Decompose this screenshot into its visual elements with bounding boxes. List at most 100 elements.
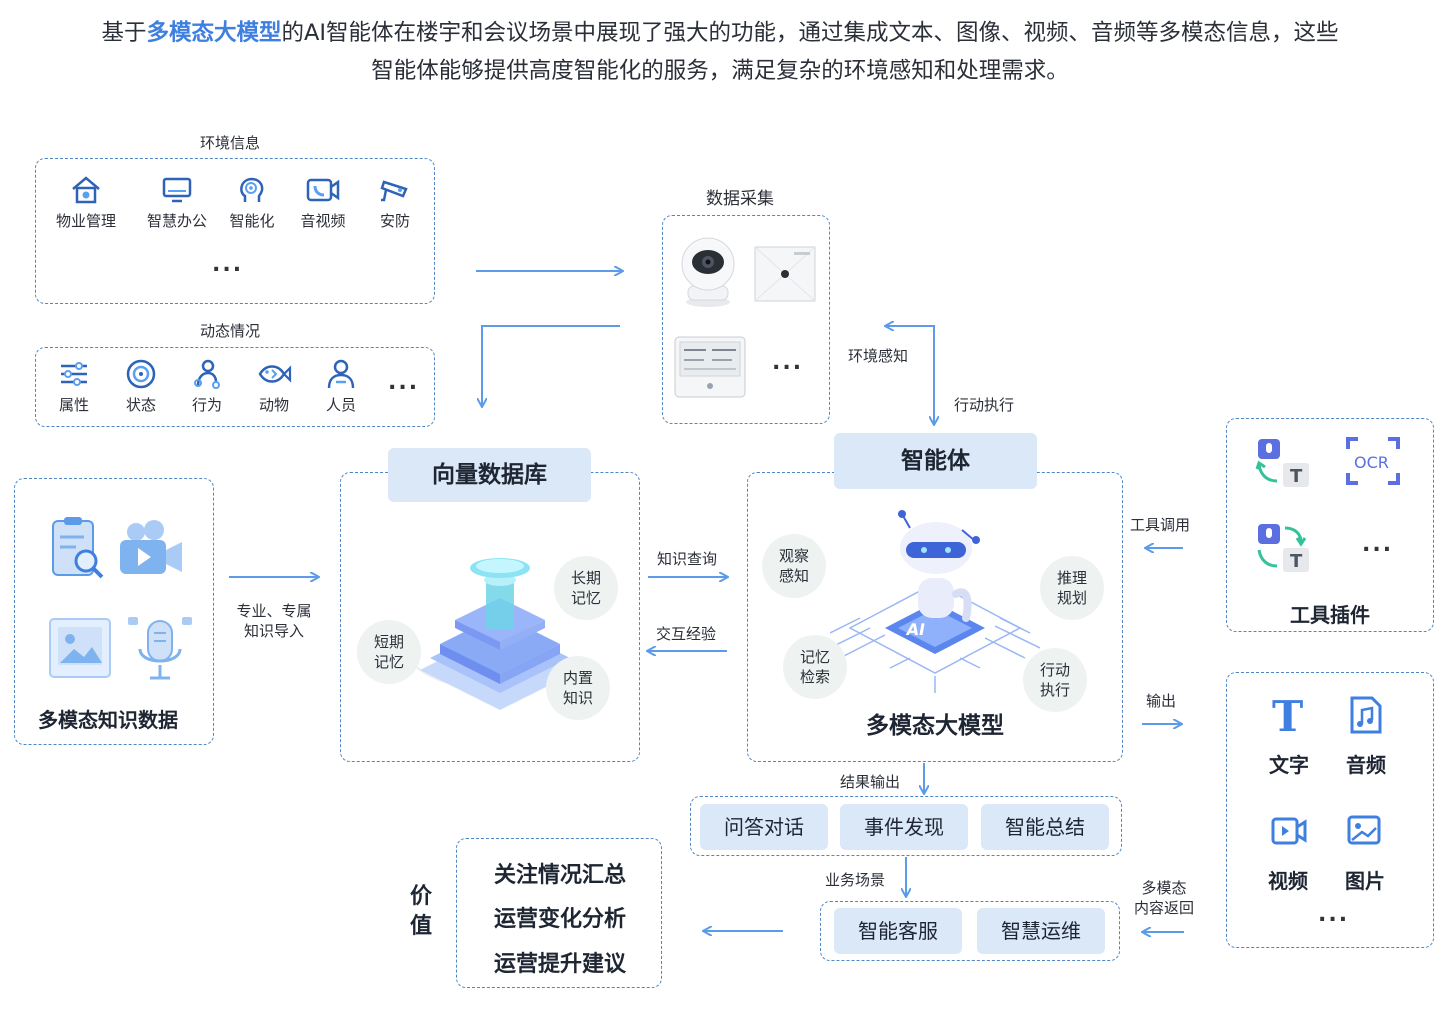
dyn-item-label: 状态 — [125, 396, 156, 414]
audio-file-icon — [1350, 696, 1382, 734]
data-collect-more: ... — [772, 350, 804, 375]
value-label: 价 值 — [409, 884, 432, 939]
env-item-label: 安防 — [379, 212, 410, 230]
t-glyph: T — [1290, 466, 1303, 487]
vector-db-title: 向量数据库 — [388, 448, 591, 502]
tools-title: 工具插件 — [1290, 603, 1370, 627]
person-icon — [327, 359, 355, 389]
video-call-icon — [306, 178, 340, 202]
agent-bubble-act: 行动 执行 — [1023, 648, 1087, 712]
robot-chip-icon: AI — [830, 510, 1040, 693]
person-action-icon — [194, 359, 220, 389]
bubble-text: 行动 执行 — [1039, 661, 1070, 699]
database-stack-icon — [409, 558, 591, 710]
flow-knowledge-import: 专业、专属 知识导入 — [236, 602, 312, 640]
video-output-icon — [1271, 817, 1307, 845]
multimodal-knowledge-title: 多模态知识数据 — [38, 708, 178, 732]
bubble-text: 观察 感知 — [778, 547, 809, 585]
dyn-item-label: 动物 — [258, 396, 289, 414]
image-file-icon — [49, 618, 111, 678]
env-info-more: ... — [212, 252, 244, 277]
image-output-icon — [1347, 815, 1381, 845]
dynamic-title: 动态情况 — [200, 322, 261, 340]
svg-text:AI: AI — [905, 620, 927, 639]
flow-interaction-exp: 交互经验 — [656, 625, 717, 643]
microphone-icon — [128, 617, 192, 680]
ocr-icon: OCR — [1346, 437, 1400, 485]
agent-bubble-observe: 观察 感知 — [762, 534, 826, 598]
intro-post: 的AI智能体在楼宇和会议场景中展现了强大的功能，通过集成文本、图像、视频、音频等… — [281, 20, 1339, 46]
dyn-item-behavior: 行为 — [167, 358, 247, 415]
target-icon — [126, 359, 156, 389]
flow-result-output: 结果输出 — [840, 773, 901, 791]
text-convert-icon: T — [1257, 524, 1309, 572]
agent-title: 智能体 — [834, 433, 1037, 489]
bubble-text: 内置 知识 — [562, 669, 593, 707]
env-item-property: 物业管理 — [46, 174, 126, 231]
dynamic-more: ... — [388, 370, 420, 395]
result-summary: 智能总结 — [981, 804, 1109, 850]
env-monitor-icon — [674, 336, 746, 398]
intro-line-2: 智能体能够提供高度智能化的服务，满足复杂的环境感知和处理需求。 — [371, 58, 1069, 84]
env-item-av: 音视频 — [283, 174, 363, 231]
env-info-title: 环境信息 — [200, 134, 261, 152]
flow-output: 输出 — [1146, 692, 1177, 710]
speech-to-text-icon: T — [1255, 439, 1309, 487]
outputs-more: ... — [1318, 902, 1350, 927]
vector-bubble-long-term: 长期 记忆 — [554, 556, 618, 620]
agent-bubble-memory: 记忆 检索 — [783, 635, 847, 699]
ocr-text: OCR — [1354, 453, 1389, 472]
monitor-icon — [162, 177, 192, 203]
dynamic-box — [35, 347, 435, 427]
intro-line-1: 基于多模态大模型的AI智能体在楼宇和会议场景中展现了强大的功能，通过集成文本、图… — [0, 14, 1440, 52]
intro-pre: 基于 — [101, 20, 147, 46]
flow-tool-call: 工具调用 — [1130, 516, 1191, 534]
data-collect-box — [662, 215, 830, 424]
dyn-item-label: 行为 — [191, 396, 222, 414]
env-item-label: 智能化 — [229, 212, 275, 230]
result-event: 事件发现 — [840, 804, 968, 850]
flow-knowledge-query: 知识查询 — [657, 550, 718, 568]
dyn-item-state: 状态 — [101, 358, 181, 415]
video-camera-icon — [120, 520, 182, 574]
result-qa: 问答对话 — [700, 804, 828, 850]
value-box — [456, 838, 662, 988]
vector-bubble-builtin: 内置 知识 — [546, 656, 610, 720]
bubble-text: 记忆 检索 — [799, 648, 830, 686]
env-item-security: 安防 — [355, 174, 435, 231]
intro-highlight: 多模态大模型 — [146, 20, 282, 46]
value-item-3: 运营提升建议 — [493, 952, 626, 977]
env-info-box — [35, 158, 435, 304]
clipboard-search-icon — [52, 517, 104, 579]
outputs-box — [1226, 672, 1434, 948]
dyn-item-label: 属性 — [58, 396, 89, 414]
dyn-item-animal: 动物 — [234, 358, 314, 415]
env-item-label: 智慧办公 — [146, 212, 207, 230]
sensor-panel-icon — [754, 246, 816, 302]
t-glyph: T — [1290, 551, 1303, 572]
arrow-collect-to-db — [482, 325, 620, 406]
scenes-box — [820, 901, 1120, 961]
flow-business-scene: 业务场景 — [825, 871, 886, 889]
data-collect-title: 数据采集 — [706, 189, 774, 209]
agent-bubble-reason: 推理 规划 — [1040, 556, 1104, 620]
value-item-2: 运营变化分析 — [493, 907, 626, 932]
brain-icon — [240, 177, 264, 202]
flow-env-perception: 环境感知 — [848, 347, 909, 365]
dyn-item-person: 人员 — [301, 358, 381, 415]
dyn-item-attr: 属性 — [34, 358, 114, 415]
output-video-label: 视频 — [1268, 869, 1308, 893]
tools-more: ... — [1362, 532, 1394, 557]
fish-icon — [258, 365, 292, 383]
dyn-item-label: 人员 — [325, 396, 356, 414]
camera-device-icon — [681, 237, 735, 307]
cctv-icon — [380, 180, 408, 202]
scene-customer-service: 智能客服 — [834, 908, 962, 954]
env-item-intelligent: 智能化 — [212, 174, 292, 231]
vector-bubble-short-term: 短期 记忆 — [357, 620, 421, 684]
output-audio-label: 音频 — [1346, 753, 1386, 777]
text-output-icon: T — [1272, 692, 1304, 741]
sliders-icon — [61, 362, 87, 386]
scene-ops: 智慧运维 — [977, 908, 1105, 954]
